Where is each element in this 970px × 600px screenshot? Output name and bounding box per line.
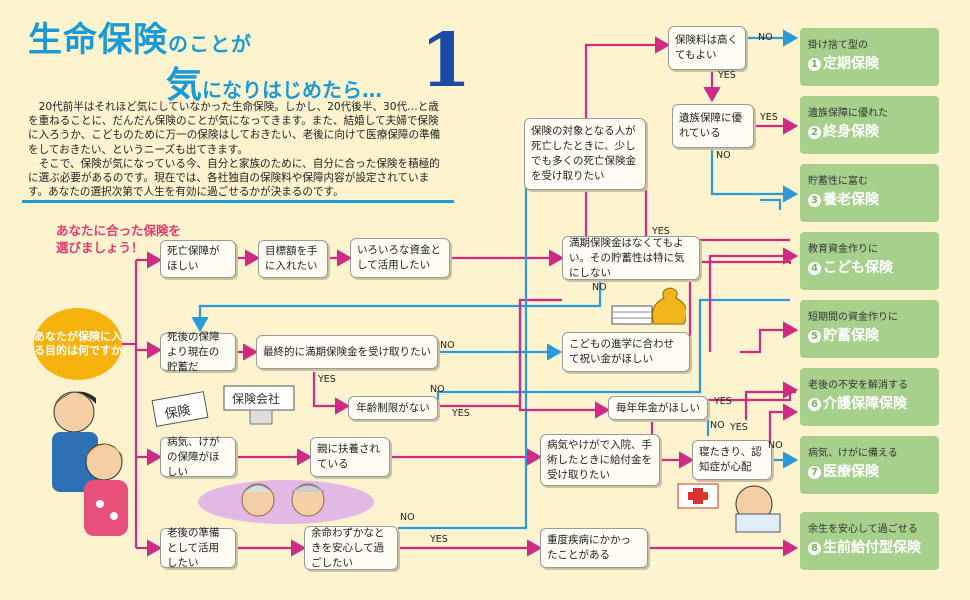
label-yes: YES <box>652 226 670 237</box>
node-bedridden: 寝たきり、認知症が心配 <box>692 440 772 480</box>
node-age-limit: 年齢制限がない <box>348 396 438 420</box>
node-premium-high: 保険料は高くてもよい <box>668 26 746 70</box>
elderly-couple-illustration <box>198 480 374 524</box>
node-death-benefit: 死亡保障がほしい <box>160 240 236 278</box>
intro-paragraph-2: そこで、保険が気になっている今、自分と家族のために、自分に合った保険を積極的に選… <box>28 157 440 199</box>
page-number: 1 <box>420 18 472 104</box>
label-yes: YES <box>318 374 336 385</box>
label-no: NO <box>758 32 773 43</box>
node-maturity-vs-death: 死後の保障より現在の貯蓄だ <box>160 331 236 373</box>
label-no: NO <box>768 440 783 451</box>
family-illustration <box>52 391 128 536</box>
node-money-now: 目標額を手に入れたい <box>258 240 328 278</box>
intro-divider <box>22 200 454 203</box>
label-no: NO <box>710 420 725 431</box>
intro-paragraph-1: 20代前半はそれほど気にしていなかった生命保険。しかし、20代後半、30代…と歳… <box>28 101 441 156</box>
node-hospital-benefit: 病気やけがで入院、手術したときに給付金を受け取りたい <box>540 434 660 486</box>
node-family-coverage: 遺族保障に優れている <box>672 104 754 148</box>
node-serious-illness: 重度疾病にかかったことがある <box>540 528 648 568</box>
page-title-line2: 気になりはじめたら… <box>166 65 383 106</box>
node-retirement: 老後の準備として活用したい <box>160 527 236 569</box>
money-illustration <box>611 287 686 325</box>
node-no-maturity: 満期保険金はなくてもよい。その貯蓄性は特に気にしない <box>562 236 700 280</box>
node-peace-of-mind: 余命わずかなときを安心して過ごしたい <box>304 526 398 570</box>
node-support-parent: 親に扶養されている <box>310 437 390 477</box>
label-yes: YES <box>452 408 470 419</box>
node-sickness: 病気、けがの保障がほしい <box>160 436 236 478</box>
node-annual-pension: 毎年年金がほしい <box>608 396 708 420</box>
insurance-signs-illustration: 保険 保険会社 <box>151 385 295 427</box>
label-no: NO <box>430 384 445 395</box>
node-child-education: こどもの進学に合わせて祝い金がほしい <box>562 332 690 372</box>
label-no: NO <box>400 512 415 523</box>
label-yes: YES <box>430 534 448 545</box>
svg-text:保険会社: 保険会社 <box>232 391 280 406</box>
start-node: あなたが保険に入る目的は何ですか <box>34 308 122 380</box>
intro-text: 20代前半はそれほど気にしていなかった生命保険。しかし、20代後半、30代…と歳… <box>28 100 448 199</box>
label-no: NO <box>440 340 455 351</box>
label-no: NO <box>592 282 607 293</box>
page-title-line1: 生命保険のことが <box>28 20 252 60</box>
label-yes: YES <box>714 396 732 407</box>
label-yes: YES <box>730 422 748 433</box>
lead-text: あなたに合った保険を選びましょう！ <box>56 223 182 255</box>
patient-illustration <box>677 483 781 533</box>
label-no: NO <box>716 150 731 161</box>
label-yes: YES <box>718 70 736 81</box>
node-want-full-maturity: 最終的に満期保険金を受け取りたい <box>256 335 438 369</box>
node-various-funds: いろいろな資金として活用したい <box>350 238 450 278</box>
node-lump-sum: 保険の対象となる人が死亡したときに、少しでも多くの死亡保険金を受け取りたい <box>524 118 646 190</box>
label-yes: YES <box>760 112 778 123</box>
svg-text:保険: 保険 <box>164 403 192 422</box>
